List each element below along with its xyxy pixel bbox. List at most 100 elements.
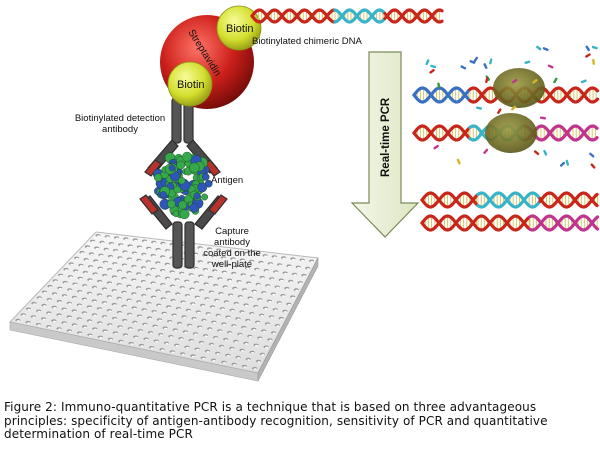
antigen-atom	[201, 193, 209, 201]
caption-area	[0, 393, 600, 451]
well-highlight	[155, 340, 159, 343]
well-highlight	[224, 339, 228, 341]
well-highlight	[278, 264, 282, 267]
well-highlight	[181, 301, 186, 304]
well-highlight	[73, 283, 77, 286]
well-highlight	[133, 307, 137, 310]
well-highlight	[64, 282, 68, 284]
well-highlight	[100, 242, 105, 244]
well-highlight	[218, 264, 222, 266]
biotinylated-dna-helix	[250, 8, 444, 24]
well-highlight	[88, 293, 92, 295]
well-highlight	[264, 255, 268, 257]
well-highlight	[257, 361, 261, 363]
well-highlight	[199, 247, 203, 250]
well-highlight	[137, 287, 141, 290]
well-highlight	[68, 316, 72, 319]
well-highlight	[221, 308, 225, 311]
well-highlight	[53, 307, 57, 309]
well-highlight	[47, 326, 51, 329]
antibody-sandwich	[139, 91, 228, 269]
well-highlight	[58, 301, 62, 303]
well-highlight	[201, 305, 205, 307]
well-highlight	[206, 351, 210, 353]
well-highlight	[243, 366, 247, 368]
pcr-arrow	[350, 51, 420, 238]
well-highlight	[88, 279, 92, 282]
well-highlight	[194, 268, 198, 270]
well-highlight	[171, 271, 175, 274]
well-highlight	[142, 281, 146, 283]
well-highlight	[78, 318, 82, 321]
well-highlight	[264, 307, 268, 310]
well-highlight	[164, 327, 168, 330]
well-highlight	[79, 278, 83, 280]
well-highlight	[157, 249, 161, 251]
well-highlight	[273, 256, 277, 259]
dna-strand	[543, 86, 600, 104]
well-highlight	[119, 244, 123, 247]
well-highlight	[134, 239, 138, 242]
well-highlight	[118, 284, 122, 286]
nucleotide	[532, 78, 538, 84]
well-highlight	[236, 266, 241, 269]
well-highlight	[99, 336, 103, 339]
well-highlight	[129, 328, 133, 331]
well-highlight	[213, 256, 217, 258]
antigen-atom	[176, 160, 186, 170]
well-highlight	[239, 296, 243, 298]
nucleotide	[539, 116, 547, 120]
well-highlight	[265, 270, 269, 272]
well-highlight	[134, 336, 138, 339]
dna-strand	[538, 191, 599, 209]
well-highlight	[204, 269, 208, 271]
well-highlight	[108, 296, 112, 299]
well-highlight	[208, 248, 212, 251]
antigen-molecule	[152, 151, 213, 220]
well-highlight	[147, 289, 151, 291]
well-highlight	[166, 250, 170, 252]
well-highlight	[228, 279, 232, 282]
well-highlight	[103, 330, 108, 333]
well-highlight	[122, 292, 127, 294]
well-highlight	[123, 306, 127, 308]
well-highlight	[248, 336, 252, 338]
well-highlight	[88, 320, 92, 323]
well-highlight	[113, 290, 117, 293]
well-highlight	[181, 353, 185, 356]
well-highlight	[260, 314, 264, 317]
well-highlight	[234, 341, 238, 343]
well-highlight	[256, 321, 260, 324]
well-highlight	[270, 316, 274, 319]
well-highlight	[253, 368, 257, 370]
well-highlight	[83, 285, 87, 288]
well-highlight	[70, 263, 74, 266]
well-highlight	[208, 262, 212, 265]
dna-strand	[476, 214, 531, 232]
dna-helix	[250, 8, 444, 24]
label-antigen: Antigen	[211, 175, 244, 186]
well-highlight	[37, 324, 41, 326]
well-highlight	[269, 263, 273, 266]
well-highlight	[190, 288, 194, 291]
well-highlight	[291, 258, 295, 261]
well-highlight	[245, 253, 249, 255]
nucleotide	[590, 163, 596, 169]
well-highlight	[150, 347, 154, 349]
well-highlight	[80, 252, 84, 254]
well-highlight	[27, 322, 31, 324]
well-highlight	[142, 254, 146, 256]
well-highlight	[210, 291, 214, 294]
well-highlight	[98, 281, 102, 283]
nucleotide	[585, 53, 591, 58]
pcr-probes	[485, 68, 545, 153]
well-highlight	[252, 329, 256, 331]
well-highlight	[194, 333, 198, 336]
antigen-atom	[189, 203, 199, 213]
well-highlight	[127, 285, 131, 288]
well-highlight	[202, 320, 206, 322]
dna-helix	[420, 191, 599, 209]
well-highlight	[168, 321, 172, 323]
well-highlight	[133, 252, 137, 255]
dna-strand	[523, 124, 599, 142]
